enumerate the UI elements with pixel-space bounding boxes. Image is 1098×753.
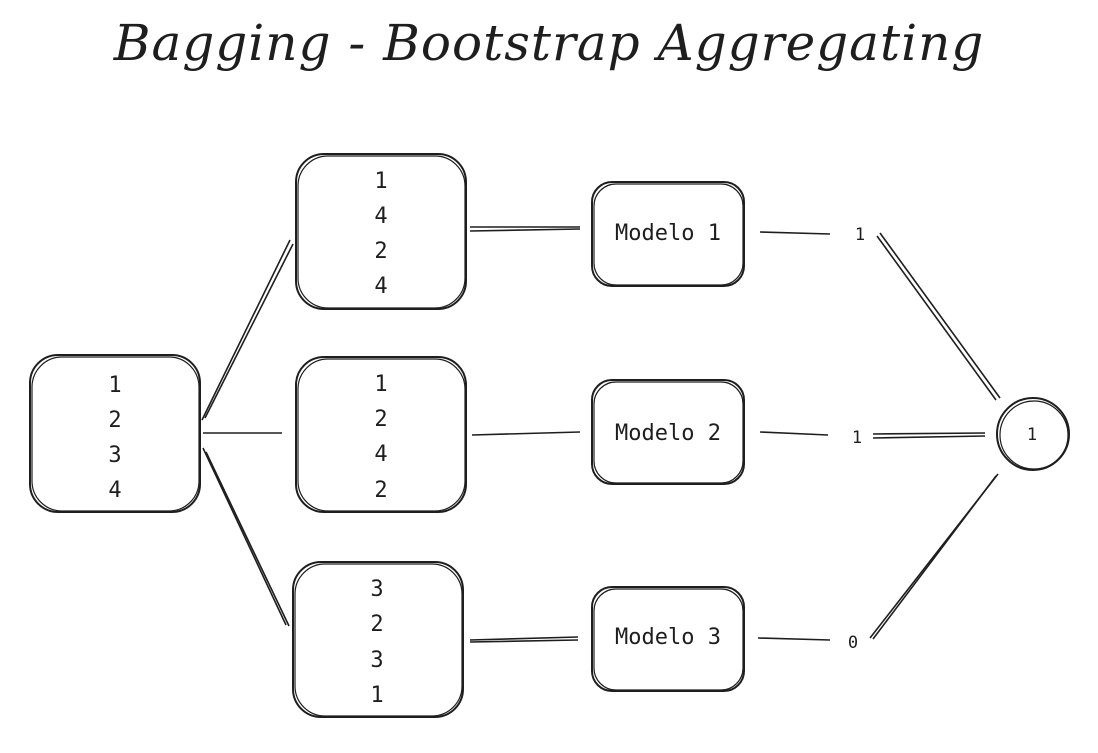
model-label: Modelo 1: [615, 221, 721, 246]
bootstrap-sample-2: 1 2 4 2: [295, 356, 467, 513]
sample-value: 2: [374, 407, 387, 432]
model-prediction-edges: [757, 231, 831, 641]
model-box-1: Modelo 1: [591, 181, 745, 287]
sample-value: 3: [370, 577, 383, 602]
sample-value: 2: [370, 612, 383, 637]
model-box-2: Modelo 2: [591, 379, 745, 485]
original-value: 1: [108, 373, 121, 398]
aggregate-node: 1: [996, 397, 1070, 471]
bootstrap-sample-1: 1 4 2 4: [295, 153, 467, 310]
original-dataset-box: 1 2 3 4: [29, 354, 201, 513]
split-edges: [201, 239, 294, 627]
prediction-1: 1: [855, 225, 865, 245]
model-label: Modelo 3: [615, 625, 721, 650]
diagram-title: Bagging - Bootstrap Aggregating: [113, 14, 985, 72]
prediction-2: 1: [852, 428, 862, 448]
sample-value: 4: [374, 204, 387, 229]
original-value: 3: [108, 443, 121, 468]
prediction-3: 0: [848, 633, 858, 653]
sample-value: 1: [370, 683, 383, 708]
aggregate-value: 1: [1027, 425, 1037, 445]
sample-model-edges: [469, 226, 581, 643]
sample-value: 4: [374, 442, 387, 467]
sample-value: 2: [374, 239, 387, 264]
original-value: 4: [108, 478, 121, 503]
sample-value: 3: [370, 648, 383, 673]
sample-value: 1: [374, 372, 387, 397]
sample-value: 1: [374, 169, 387, 194]
model-label: Modelo 2: [615, 421, 721, 446]
sample-value: 2: [374, 478, 387, 503]
bootstrap-sample-3: 3 2 3 1: [292, 561, 464, 718]
sample-value: 4: [374, 274, 387, 299]
aggregation-edges: [869, 232, 1001, 640]
original-value: 2: [108, 408, 121, 433]
model-box-3: Modelo 3: [591, 586, 745, 692]
